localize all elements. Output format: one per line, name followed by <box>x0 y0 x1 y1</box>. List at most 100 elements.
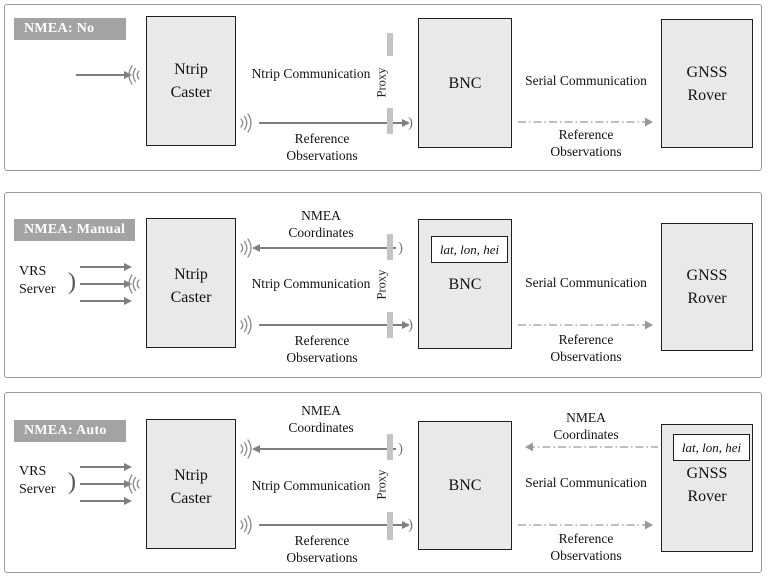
reference-observations-label: Reference Observations <box>242 332 402 366</box>
node-label-line: Rover <box>687 86 727 104</box>
signal-arc-icon: ) <box>398 240 403 256</box>
coordinates-chip: lat, lon, hei <box>431 236 508 263</box>
signal-arc-icon: ) <box>408 317 413 333</box>
reference-observations-arrow <box>259 118 410 127</box>
nmea-coordinates-label: NMEA Coordinates <box>506 409 666 443</box>
vrs-server-label: VRS Server <box>19 463 56 499</box>
label-line: Reference <box>558 127 614 142</box>
reference-observations-label: Reference Observations <box>242 532 402 566</box>
panel-tag: NMEA: Auto <box>14 420 126 442</box>
panel-nmea-auto: NMEA: Auto VRS Server ) Ntrip Caster NME… <box>4 392 762 573</box>
panel-nmea-manual: NMEA: Manual VRS Server ) Ntrip Caster N… <box>4 192 762 378</box>
node-label-line: Caster <box>170 289 212 306</box>
reference-observations-label: Reference Observations <box>242 130 402 164</box>
label-line: Coordinates <box>553 427 619 442</box>
label-line: Reference <box>294 333 350 348</box>
node-label-line: BNC <box>448 477 482 494</box>
label-line: Server <box>19 482 56 497</box>
node-label-line: Rover <box>687 290 727 307</box>
proxy-bar-segment <box>387 434 393 460</box>
vrs-arrow <box>80 262 132 271</box>
vrs-arrow <box>80 479 132 488</box>
bnc-node: lat, lon, hei BNC <box>418 219 512 349</box>
serial-communication-label: Serial Communication <box>525 275 647 290</box>
nmea-coordinates-arrow <box>252 243 396 252</box>
proxy-bar-segment <box>387 512 393 540</box>
ntrip-caster-node: Ntrip Caster <box>146 16 236 146</box>
signal-arc-icon: ) <box>408 517 413 533</box>
serial-communication-label: Serial Communication <box>525 475 647 490</box>
signal-waves-in-icon <box>125 471 142 497</box>
signal-arc-icon: ) <box>398 441 403 457</box>
reference-observations-arrow <box>259 320 410 329</box>
label-line: Reference <box>558 332 614 347</box>
signal-waves-out-icon <box>238 110 255 136</box>
label-line: Reference <box>558 531 614 546</box>
reference-observations-label: Reference Observations <box>506 331 666 365</box>
signal-arc-icon: ) <box>68 269 76 295</box>
serial-communication-label: Serial Communication <box>525 73 647 88</box>
vrs-arrow <box>80 279 132 288</box>
label-line: Coordinates <box>288 420 354 435</box>
proxy-bar-segment <box>387 108 393 134</box>
signal-waves-out-icon <box>238 235 255 261</box>
proxy-label: Proxy <box>374 469 389 500</box>
signal-arc-icon: ) <box>68 469 76 495</box>
label-line: Server <box>19 282 56 297</box>
reference-observations-label: Reference Observations <box>506 126 666 160</box>
signal-waves-in-icon <box>125 62 142 88</box>
proxy-label: Proxy <box>374 269 389 300</box>
input-arrow <box>76 70 132 79</box>
signal-waves-out-icon <box>238 512 255 538</box>
node-label-line: BNC <box>448 275 482 293</box>
label-line: Reference <box>294 533 350 548</box>
label-line: Observations <box>286 550 358 565</box>
coordinates-chip: lat, lon, hei <box>673 434 750 461</box>
proxy-bar-segment <box>387 312 393 338</box>
reference-observations-dashdot-arrow <box>518 520 653 530</box>
signal-waves-out-icon <box>238 436 255 462</box>
ntrip-communication-label: Ntrip Communication <box>251 478 371 493</box>
signal-arc-icon: ) <box>408 115 413 131</box>
ntrip-caster-node: Ntrip Caster <box>146 218 236 348</box>
label-line: VRS <box>19 464 47 479</box>
label-line: Observations <box>550 144 622 159</box>
signal-waves-out-icon <box>238 312 255 338</box>
node-label-line: GNSS <box>686 267 728 284</box>
node-label-line: Ntrip <box>174 467 208 484</box>
reference-observations-label: Reference Observations <box>506 530 666 564</box>
gnss-rover-node: GNSS Rover <box>661 223 753 351</box>
label-line: Observations <box>286 148 358 163</box>
signal-waves-in-icon <box>125 271 142 297</box>
label-line: Coordinates <box>288 225 354 240</box>
panel-tag: NMEA: Manual <box>14 219 136 241</box>
reference-observations-arrow <box>259 520 410 529</box>
label-line: VRS <box>19 264 47 279</box>
proxy-label: Proxy <box>374 67 389 98</box>
label-line: Reference <box>294 131 350 146</box>
proxy-bar-segment <box>387 234 393 260</box>
bnc-node: BNC <box>418 18 512 148</box>
nmea-coordinates-arrow <box>252 444 396 453</box>
node-label: GNSS Rover <box>662 462 752 508</box>
vrs-arrow <box>80 296 132 305</box>
panel-tag: NMEA: No <box>14 18 126 40</box>
node-label-line: GNSS <box>686 63 728 81</box>
node-label-line: Rover <box>687 488 727 505</box>
node-label-line: Ntrip <box>174 266 208 283</box>
ntrip-communication-label: Ntrip Communication <box>251 276 371 291</box>
label-line: NMEA <box>301 403 341 418</box>
node-label-line: BNC <box>448 74 482 92</box>
vrs-arrow <box>80 496 132 505</box>
label-line: Observations <box>550 548 622 563</box>
gnss-rover-node: GNSS Rover <box>661 19 753 148</box>
vrs-server-label: VRS Server <box>19 263 56 299</box>
nmea-coordinates-dashdot-arrow <box>525 442 658 452</box>
node-label-line: Ntrip <box>174 61 208 78</box>
label-line: NMEA <box>566 410 606 425</box>
reference-observations-dashdot-arrow <box>518 117 653 127</box>
vrs-arrow <box>80 462 132 471</box>
ntrip-communication-label: Ntrip Communication <box>251 66 371 81</box>
proxy-bar-segment <box>387 33 393 56</box>
